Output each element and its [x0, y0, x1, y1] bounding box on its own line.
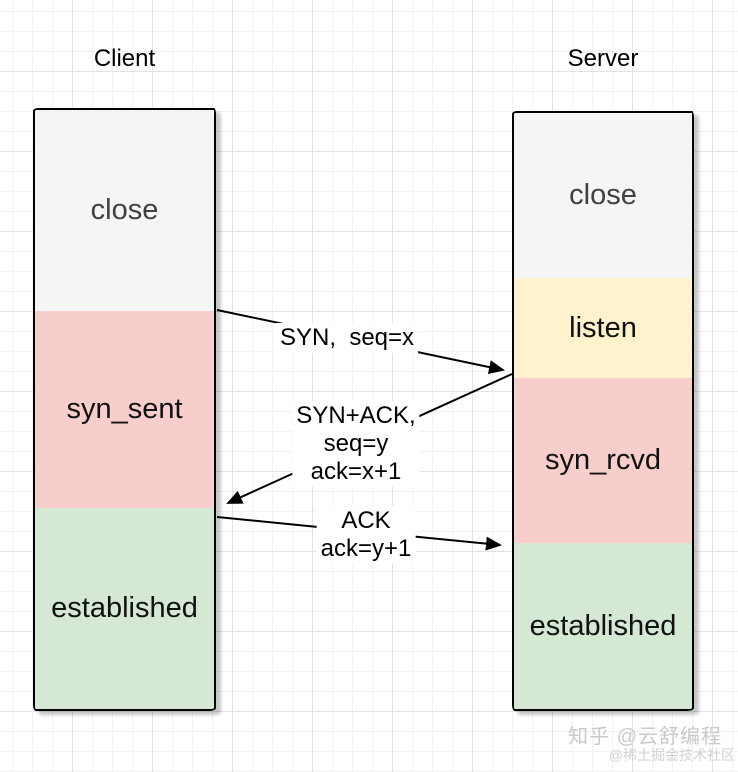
client-state-syn-sent-label: syn_sent: [66, 393, 183, 425]
watermark-line2: @稀土掘金技术社区: [608, 747, 735, 763]
server-state-close-label: close: [569, 178, 637, 211]
watermark: 知乎 @云舒编程 @稀土掘金技术社区: [568, 727, 735, 762]
server-state-established: established: [514, 543, 692, 709]
message-label-syn-ack: SYN+ACK, seq=y ack=x+1: [292, 401, 420, 487]
server-state-syn-rcvd-label: syn_rcvd: [544, 444, 662, 477]
server-state-listen: listen: [514, 277, 692, 379]
server-state-syn-rcvd: syn_rcvd: [514, 378, 692, 544]
server-state-close: close: [514, 113, 692, 278]
client-state-syn-sent: syn_sent: [35, 310, 214, 509]
client-state-close: close: [35, 110, 214, 311]
client-state-close-label: close: [90, 193, 159, 226]
message-label-syn: SYN, seq=x: [275, 323, 419, 353]
watermark-line1: 知乎 @云舒编程: [568, 726, 722, 748]
server-state-listen-label: listen: [569, 311, 637, 344]
server-lifeline: close listen syn_rcvd established: [512, 111, 694, 711]
server-state-established-label: established: [529, 609, 677, 642]
client-title: Client: [93, 45, 156, 72]
client-state-established-label: established: [51, 592, 198, 625]
message-label-ack: ACK ack=y+1: [316, 506, 416, 564]
client-lifeline: close syn_sent established: [33, 108, 216, 711]
server-title: Server: [567, 45, 639, 72]
client-state-established: established: [35, 508, 214, 709]
